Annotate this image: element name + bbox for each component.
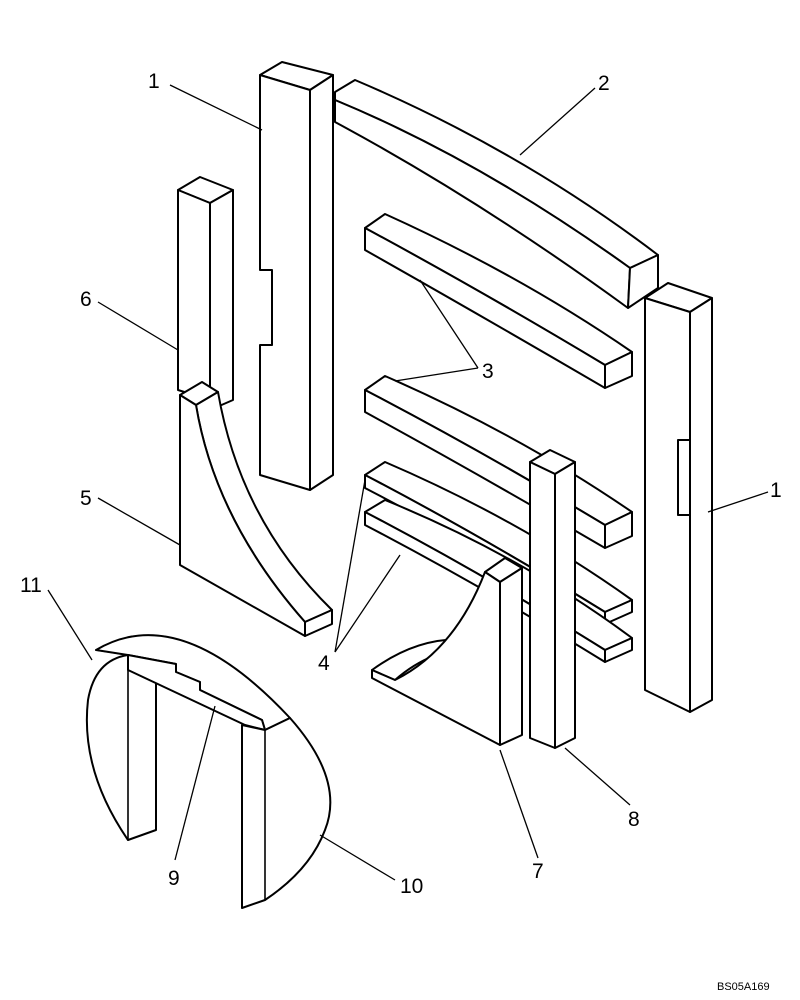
- callout-1-top: 1: [148, 70, 160, 93]
- callout-9: 9: [168, 867, 180, 890]
- callout-10: 10: [400, 875, 423, 898]
- callout-11: 11: [20, 574, 42, 597]
- callout-2: 2: [598, 72, 610, 95]
- callout-6: 6: [80, 288, 92, 311]
- callout-4: 4: [318, 652, 330, 675]
- part-10-right-end-piece: [241, 717, 332, 909]
- part-3-upper-curved-bar: [364, 213, 633, 389]
- part-5-left-curved-bracket: [179, 381, 333, 637]
- part-1-left-vertical-bar: [259, 61, 334, 491]
- callout-8: 8: [628, 808, 640, 831]
- callout-3: 3: [482, 360, 494, 383]
- drawing-reference: BS05A169: [717, 981, 770, 993]
- part-9-top-slab: [95, 634, 291, 731]
- part-6-left-thin-bar: [177, 176, 234, 411]
- leader-lines: [47, 84, 769, 881]
- callout-1-right: 1: [770, 479, 782, 502]
- callout-7: 7: [532, 860, 544, 883]
- part-7-right-curved-bracket: [371, 557, 523, 746]
- part-1-right-vertical-bar: [644, 282, 713, 713]
- part-2-curved-top-block: [334, 79, 659, 309]
- callout-5: 5: [80, 487, 92, 510]
- part-8-right-thin-bar: [529, 449, 576, 749]
- part-11-left-end-piece: [85, 649, 157, 841]
